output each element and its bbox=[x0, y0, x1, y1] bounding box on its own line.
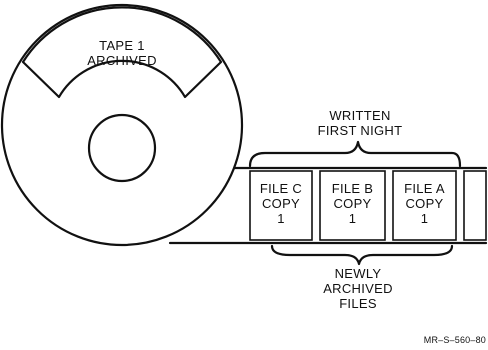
segment-file-name: FILE A bbox=[393, 181, 456, 196]
segment-copy-word: COPY bbox=[320, 196, 385, 211]
top-brace-line1: WRITTEN bbox=[305, 108, 415, 123]
segment-file-name: FILE C bbox=[250, 181, 312, 196]
reel-label: TAPE 1 ARCHIVED bbox=[82, 38, 162, 68]
segment-copy-word: COPY bbox=[250, 196, 312, 211]
top-brace-label: WRITTEN FIRST NIGHT bbox=[305, 108, 415, 138]
segment-copy-number: 1 bbox=[393, 211, 456, 226]
reel-label-line1: TAPE 1 bbox=[82, 38, 162, 53]
figure-reference: MR–S–560–80 bbox=[424, 335, 486, 345]
segment-copy-number: 1 bbox=[250, 211, 312, 226]
segment-label-file-a: FILE A COPY 1 bbox=[393, 181, 456, 226]
reel-label-line2: ARCHIVED bbox=[82, 53, 162, 68]
segment-label-file-c: FILE C COPY 1 bbox=[250, 181, 312, 226]
bottom-brace bbox=[272, 246, 452, 264]
segment-label-file-b: FILE B COPY 1 bbox=[320, 181, 385, 226]
bottom-brace-label: NEWLY ARCHIVED FILES bbox=[308, 266, 408, 311]
bottom-brace-line3: FILES bbox=[308, 296, 408, 311]
segment-box-next bbox=[464, 171, 486, 240]
bottom-brace-line2: ARCHIVED bbox=[308, 281, 408, 296]
segment-file-name: FILE B bbox=[320, 181, 385, 196]
top-brace-line2: FIRST NIGHT bbox=[305, 123, 415, 138]
segment-copy-word: COPY bbox=[393, 196, 456, 211]
segment-copy-number: 1 bbox=[320, 211, 385, 226]
bottom-brace-line1: NEWLY bbox=[308, 266, 408, 281]
top-brace bbox=[250, 142, 460, 166]
